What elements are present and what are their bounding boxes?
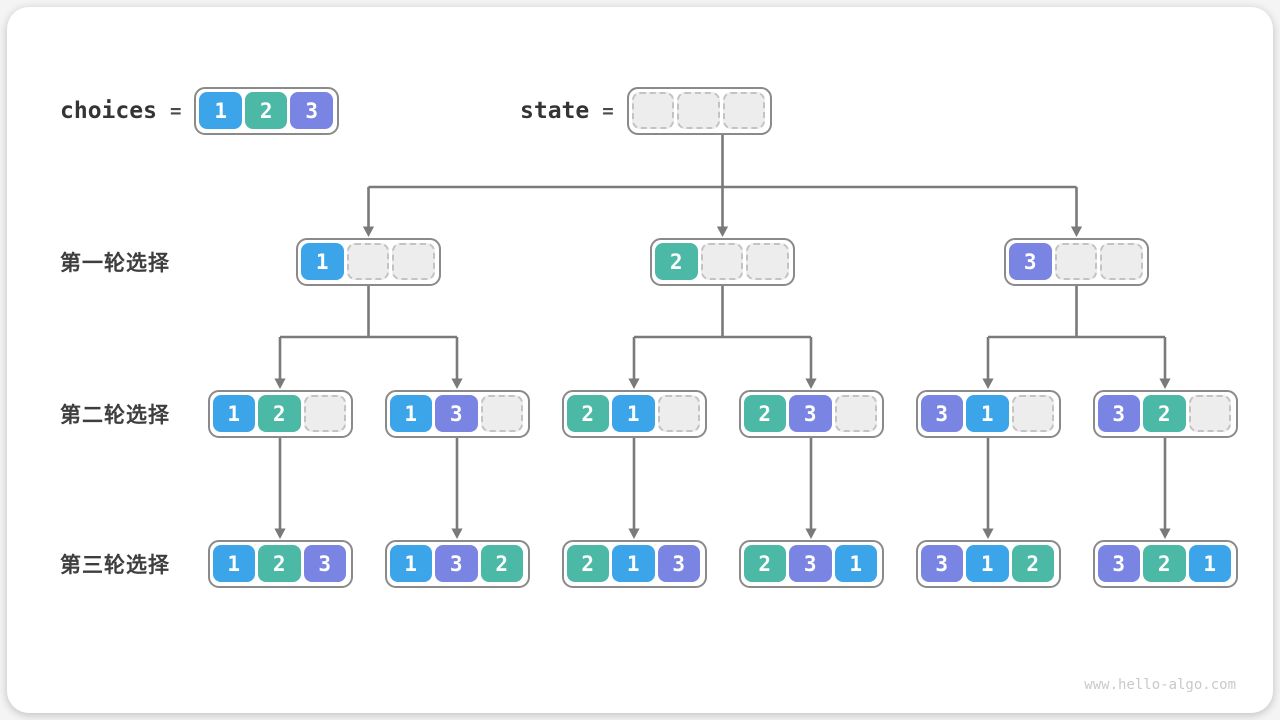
empty-cell <box>346 243 389 280</box>
empty-cell <box>631 92 675 129</box>
empty-cell <box>700 243 743 280</box>
round-label: 第三轮选择 <box>60 554 170 577</box>
value-cell: 3 <box>920 395 963 432</box>
state-box: 1 <box>296 238 441 286</box>
value-cell: 1 <box>389 545 432 582</box>
empty-cell <box>392 243 435 280</box>
value-cell: 1 <box>612 545 655 582</box>
round-label: 第一轮选择 <box>60 252 170 275</box>
value-cell: 2 <box>655 243 698 280</box>
empty-cell <box>303 395 346 432</box>
value-cell: 3 <box>789 545 832 582</box>
value-cell: 2 <box>258 545 301 582</box>
empty-cell <box>1188 395 1231 432</box>
value-cell: 1 <box>612 395 655 432</box>
empty-cell <box>677 92 720 129</box>
value-cell: 1 <box>212 545 255 582</box>
state-box: 2 <box>650 238 795 286</box>
value-cell: 3 <box>1097 395 1140 432</box>
value-cell: 1 <box>966 395 1009 432</box>
value-cell: 2 <box>258 395 301 432</box>
value-cell: 2 <box>1143 395 1186 432</box>
empty-cell <box>1011 395 1054 432</box>
empty-cell <box>480 395 523 432</box>
empty-cell <box>1054 243 1097 280</box>
value-cell: 1 <box>389 395 432 432</box>
value-cell: 1 <box>212 395 255 432</box>
value-cell: 2 <box>566 545 609 582</box>
state-box <box>626 87 772 135</box>
state-box: 3 <box>1004 238 1149 286</box>
value-cell: 3 <box>789 395 832 432</box>
value-cell: 2 <box>1143 545 1186 582</box>
value-cell: 3 <box>920 545 963 582</box>
watermark: www.hello-algo.com <box>1084 677 1236 693</box>
value-cell: 3 <box>1009 243 1052 280</box>
value-cell: 2 <box>743 545 786 582</box>
empty-cell <box>746 243 789 280</box>
empty-cell <box>834 395 877 432</box>
value-cell: 2 <box>566 395 609 432</box>
value-cell: 3 <box>290 92 333 129</box>
value-cell: 2 <box>743 395 786 432</box>
state-declaration: state = <box>520 87 772 135</box>
empty-cell <box>722 92 766 129</box>
value-cell: 3 <box>435 545 478 582</box>
round-label: 第二轮选择 <box>60 404 170 427</box>
value-cell: 1 <box>301 243 344 280</box>
state-label: state <box>520 98 590 124</box>
empty-cell <box>657 395 700 432</box>
value-cell: 3 <box>657 545 700 582</box>
equals-sign: = <box>602 100 614 122</box>
value-cell: 1 <box>1188 545 1231 582</box>
choices-label: choices <box>60 98 157 124</box>
value-cell: 3 <box>435 395 478 432</box>
empty-cell <box>1100 243 1143 280</box>
value-cell: 1 <box>199 92 242 129</box>
value-cell: 2 <box>244 92 288 129</box>
value-cell: 2 <box>1011 545 1054 582</box>
value-cell: 1 <box>834 545 877 582</box>
value-cell: 1 <box>966 545 1009 582</box>
value-cell: 3 <box>1097 545 1140 582</box>
equals-sign: = <box>169 100 182 122</box>
value-cell: 3 <box>303 545 346 582</box>
value-cell: 2 <box>480 545 523 582</box>
